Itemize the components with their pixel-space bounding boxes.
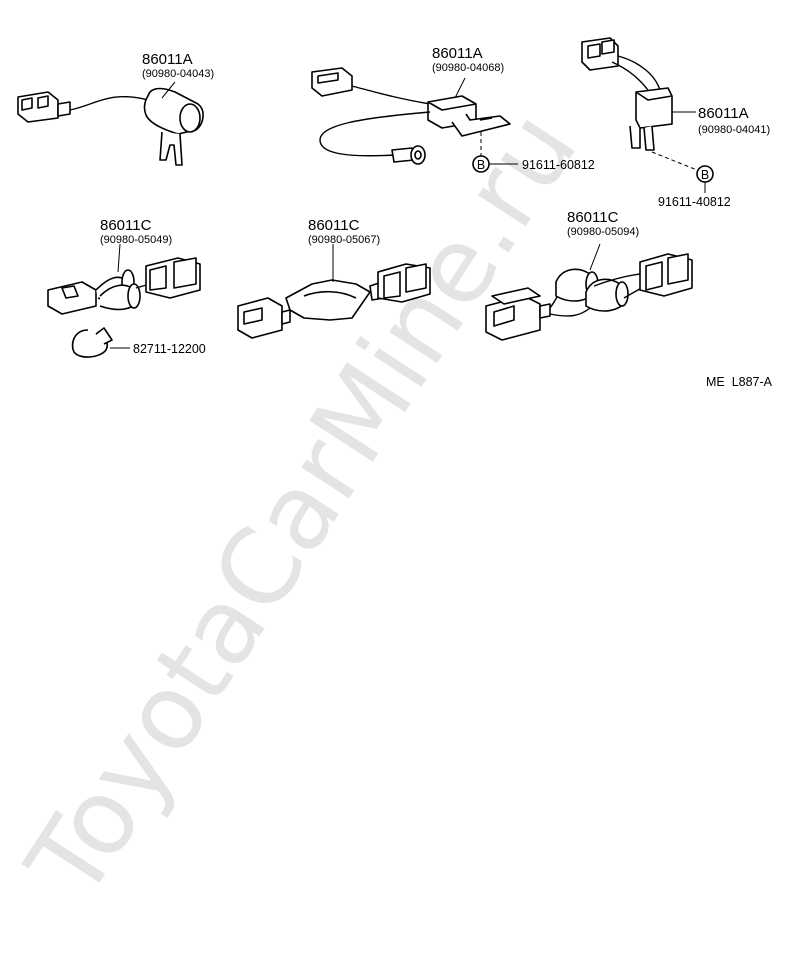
bolt-1-part-number: 91611-60812 bbox=[522, 158, 595, 172]
assembly-5-reference-number: (90980-05067) bbox=[308, 234, 380, 246]
connector-assembly-2-drawing bbox=[311, 67, 511, 165]
bolt-2-marker-letter: B bbox=[701, 168, 709, 182]
clamp-part-number: 82711-12200 bbox=[133, 342, 206, 356]
connector-assembly-5-drawing bbox=[237, 263, 431, 339]
watermark-text: ToyotaCarMine.ru bbox=[3, 90, 601, 919]
assembly-2-reference-number: (90980-04068) bbox=[432, 62, 504, 74]
assembly-2-part-number: 86011A bbox=[432, 45, 483, 62]
connector-assembly-3-drawing bbox=[581, 37, 673, 151]
diagram-code: ME L887-A bbox=[706, 375, 773, 389]
assembly-4-reference-number: (90980-05049) bbox=[100, 234, 172, 246]
assembly-4-part-number: 86011C bbox=[100, 217, 152, 234]
connector-assembly-1-drawing bbox=[17, 87, 204, 166]
assembly-6-reference-number: (90980-05094) bbox=[567, 226, 639, 238]
assembly-1-reference-number: (90980-04043) bbox=[142, 68, 214, 80]
bolt-2-part-number: 91611-40812 bbox=[658, 195, 731, 209]
hose-clamp-drawing bbox=[71, 327, 113, 358]
bolt-2-dash-line bbox=[651, 151, 698, 171]
assembly-3-part-number: 86011A bbox=[698, 105, 749, 122]
assembly-4-leader bbox=[117, 243, 121, 273]
assembly-6-leader bbox=[589, 243, 601, 271]
connector-assembly-6-drawing bbox=[485, 253, 693, 341]
assembly-1-leader bbox=[161, 81, 176, 99]
connector-assembly-4-drawing bbox=[47, 257, 201, 315]
assembly-5-part-number: 86011C bbox=[308, 217, 360, 234]
assembly-1-part-number: 86011A bbox=[142, 51, 193, 68]
assembly-3-reference-number: (90980-04041) bbox=[698, 124, 770, 136]
bolt-1-marker-letter: B bbox=[477, 158, 485, 172]
assembly-2-leader bbox=[454, 77, 466, 99]
assembly-6-part-number: 86011C bbox=[567, 209, 619, 226]
